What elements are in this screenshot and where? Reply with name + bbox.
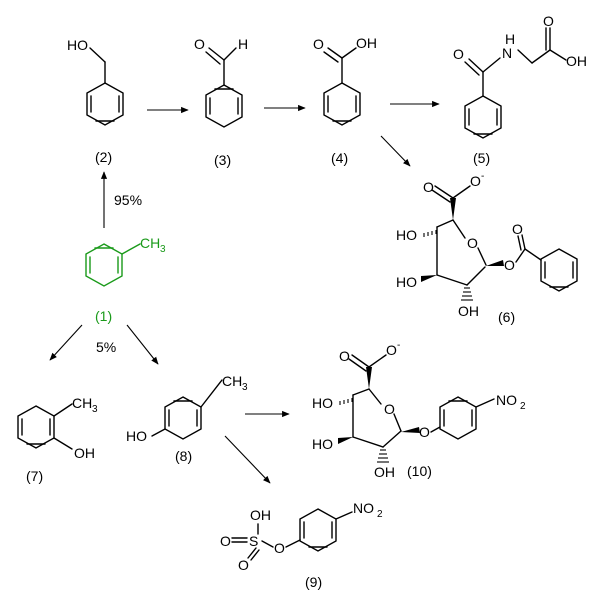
ester-oxygen-label: O bbox=[504, 257, 515, 273]
carboxylate-charge: - bbox=[481, 171, 484, 182]
methyl-label: CH bbox=[140, 235, 160, 251]
hydroxyl-label-10b: HO bbox=[312, 436, 333, 452]
ether-oxygen-label-10: O bbox=[419, 424, 430, 440]
hydroxyl-label-10c: OH bbox=[374, 464, 395, 480]
amide-nitrogen-label: N bbox=[502, 45, 512, 61]
ester-carbonyl-oxygen-label: O bbox=[512, 221, 523, 237]
carboxylate-oxygen-minus-10: O bbox=[386, 342, 397, 358]
aldehyde-hydrogen-label: H bbox=[238, 36, 248, 52]
compound-label-9: (9) bbox=[305, 574, 322, 590]
nitro-subscript-10: 2 bbox=[520, 401, 526, 412]
compound-2: HO (2) bbox=[67, 37, 124, 165]
glycine-hydroxyl-label: OH bbox=[566, 53, 587, 69]
carboxylate-charge-10: - bbox=[397, 340, 400, 351]
yield-95-label: 95% bbox=[114, 192, 142, 208]
p-cresol-hydroxyl-label: HO bbox=[126, 428, 147, 444]
compound-label-2: (2) bbox=[95, 149, 112, 165]
p-cresol-methyl-subscript: 3 bbox=[242, 382, 248, 393]
carboxylate-oxygen-minus: O bbox=[470, 173, 481, 189]
methyl-subscript: 3 bbox=[160, 244, 166, 255]
yield-5-label: 5% bbox=[96, 339, 116, 355]
carboxylate-oxygen-label-10: O bbox=[339, 348, 350, 364]
ring-oxygen-label: O bbox=[467, 235, 478, 251]
aldehyde-oxygen-label: O bbox=[194, 36, 205, 52]
compound-4: O OH (4) bbox=[313, 35, 377, 166]
compound-label-3: (3) bbox=[214, 152, 231, 168]
compound-6: O O - O HO HO OH O O (6) bbox=[396, 171, 578, 325]
compound-label-6: (6) bbox=[498, 309, 515, 325]
sulfate-oxygen-left-label: O bbox=[220, 533, 231, 549]
compound-3: O H (3) bbox=[194, 36, 248, 168]
arrow-1-to-8 bbox=[126, 324, 159, 365]
carboxyl-oxygen-label: O bbox=[313, 36, 324, 52]
compound-8: CH 3 HO (8) bbox=[126, 373, 248, 464]
arrow-1-to-7 bbox=[49, 324, 83, 361]
nitro-label-10: NO bbox=[496, 392, 517, 408]
compound-label-7: (7) bbox=[26, 468, 43, 484]
glycine-carbonyl-oxygen-label: O bbox=[543, 13, 554, 29]
compound-9: OH O S O O NO 2 (9) bbox=[220, 500, 383, 590]
compound-7: CH 3 OH (7) bbox=[17, 395, 98, 484]
amide-oxygen-label: O bbox=[453, 46, 464, 62]
o-cresol-hydroxyl-label: OH bbox=[74, 445, 95, 461]
reaction-arrows bbox=[49, 100, 440, 484]
compound-label-4: (4) bbox=[331, 150, 348, 166]
carboxyl-hydroxyl-label: OH bbox=[356, 35, 377, 51]
sulfate-ether-oxygen-label: O bbox=[274, 540, 285, 556]
carboxylate-oxygen-label: O bbox=[423, 179, 434, 195]
sulfate-hydroxyl-label: OH bbox=[250, 507, 271, 523]
arrow-4-to-6 bbox=[380, 135, 411, 167]
p-cresol-methyl-label: CH bbox=[222, 373, 242, 389]
o-cresol-methyl-subscript: 3 bbox=[92, 404, 98, 415]
compound-label-5: (5) bbox=[473, 150, 490, 166]
o-cresol-methyl-label: CH bbox=[72, 395, 92, 411]
hydroxyl-label-2: HO bbox=[396, 274, 417, 290]
nitro-subscript-9: 2 bbox=[377, 509, 383, 520]
sulfate-oxygen-bottom-label: O bbox=[238, 557, 249, 573]
nitro-label-9: NO bbox=[353, 500, 374, 516]
compound-10: O O - O HO HO OH O NO 2 (10) bbox=[312, 340, 526, 480]
hydroxyl-label-3: OH bbox=[458, 303, 479, 319]
sulfur-label: S bbox=[249, 533, 258, 549]
compound-label-10: (10) bbox=[407, 463, 432, 479]
hydroxyl-label-1: HO bbox=[396, 227, 417, 243]
hydroxyl-label-10a: HO bbox=[312, 395, 333, 411]
hydroxyl-label: HO bbox=[67, 37, 88, 53]
compound-label-8: (8) bbox=[175, 448, 192, 464]
amide-hydrogen-label: H bbox=[505, 31, 515, 47]
compound-5: O N H O OH (5) bbox=[453, 13, 587, 166]
arrow-8-to-9 bbox=[224, 435, 271, 484]
compound-label-1: (1) bbox=[95, 308, 112, 324]
compound-1: CH 3 (1) bbox=[85, 235, 166, 324]
ring-oxygen-label-10: O bbox=[384, 401, 395, 417]
